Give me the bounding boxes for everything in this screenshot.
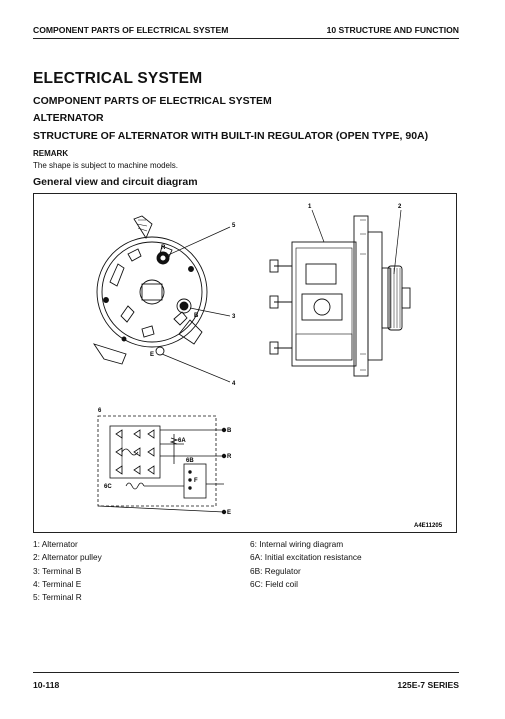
series-label: 125E-7 SERIES [397,680,459,690]
page-number: 10-118 [33,680,60,690]
footer-rule [33,672,459,673]
callout-6b: 6B [186,458,194,464]
wiring-terminal-f: F [194,478,198,484]
legend-item: 6C: Field coil [250,578,298,589]
structure-title: STRUCTURE OF ALTERNATOR WITH BUILT-IN RE… [33,130,429,142]
terminal-r-label: R [161,245,166,251]
legend-item: 1: Alternator [33,539,78,549]
page-title: ELECTRICAL SYSTEM [33,70,203,87]
figure-box: R B E 5 3 4 [33,193,457,533]
terminal-e-label: E [150,352,154,358]
terminal-b-label: B [194,313,199,319]
callout-6: 6 [98,408,102,414]
section-title: COMPONENT PARTS OF ELECTRICAL SYSTEM [33,95,272,107]
alternator-front-view [92,215,208,365]
header-left: COMPONENT PARTS OF ELECTRICAL SYSTEM [33,25,229,35]
wiring-terminal-b: B [227,428,232,434]
callout-2: 2 [398,204,402,210]
callout-5: 5 [232,223,236,229]
legend-item: 3: Terminal B [33,565,82,576]
alternator-figure: R B E 5 3 4 [92,204,443,529]
header-right: 10 STRUCTURE AND FUNCTION [326,25,459,35]
callout-3: 3 [232,314,236,320]
legend-right: 6: Internal wiring diagram 6A: Initial e… [250,538,362,591]
legend-item: 6B: Regulator [250,565,301,576]
header-rule [33,38,459,39]
callout-1: 1 [308,204,312,210]
page-header: COMPONENT PARTS OF ELECTRICAL SYSTEM 10 … [33,24,459,38]
remark-text: The shape is subject to machine models. [33,161,178,170]
wiring-terminal-r: R [227,454,232,460]
subsection-title: ALTERNATOR [33,112,104,124]
callout-6c: 6C [104,484,112,490]
figure-code: A4E11205 [414,523,443,529]
legend-item: 6: Internal wiring diagram [250,539,344,549]
legend-item: 5: Terminal R [33,592,82,603]
legend-item: 6A: Initial excitation resistance [250,552,362,563]
remark-label: REMARK [33,149,69,158]
callout-6a: 6A [178,438,186,444]
figure-heading: General view and circuit diagram [33,176,198,188]
legend-item: 4: Terminal E [33,578,82,589]
callout-4: 4 [232,381,236,387]
wiring-diagram [97,415,227,515]
legend-item: 2: Alternator pulley [33,552,102,563]
wiring-terminal-e: E [227,510,231,516]
legend-left: 1: Alternator 2: Alternator pulley 3: Te… [33,538,102,604]
alternator-side-view [269,215,411,377]
